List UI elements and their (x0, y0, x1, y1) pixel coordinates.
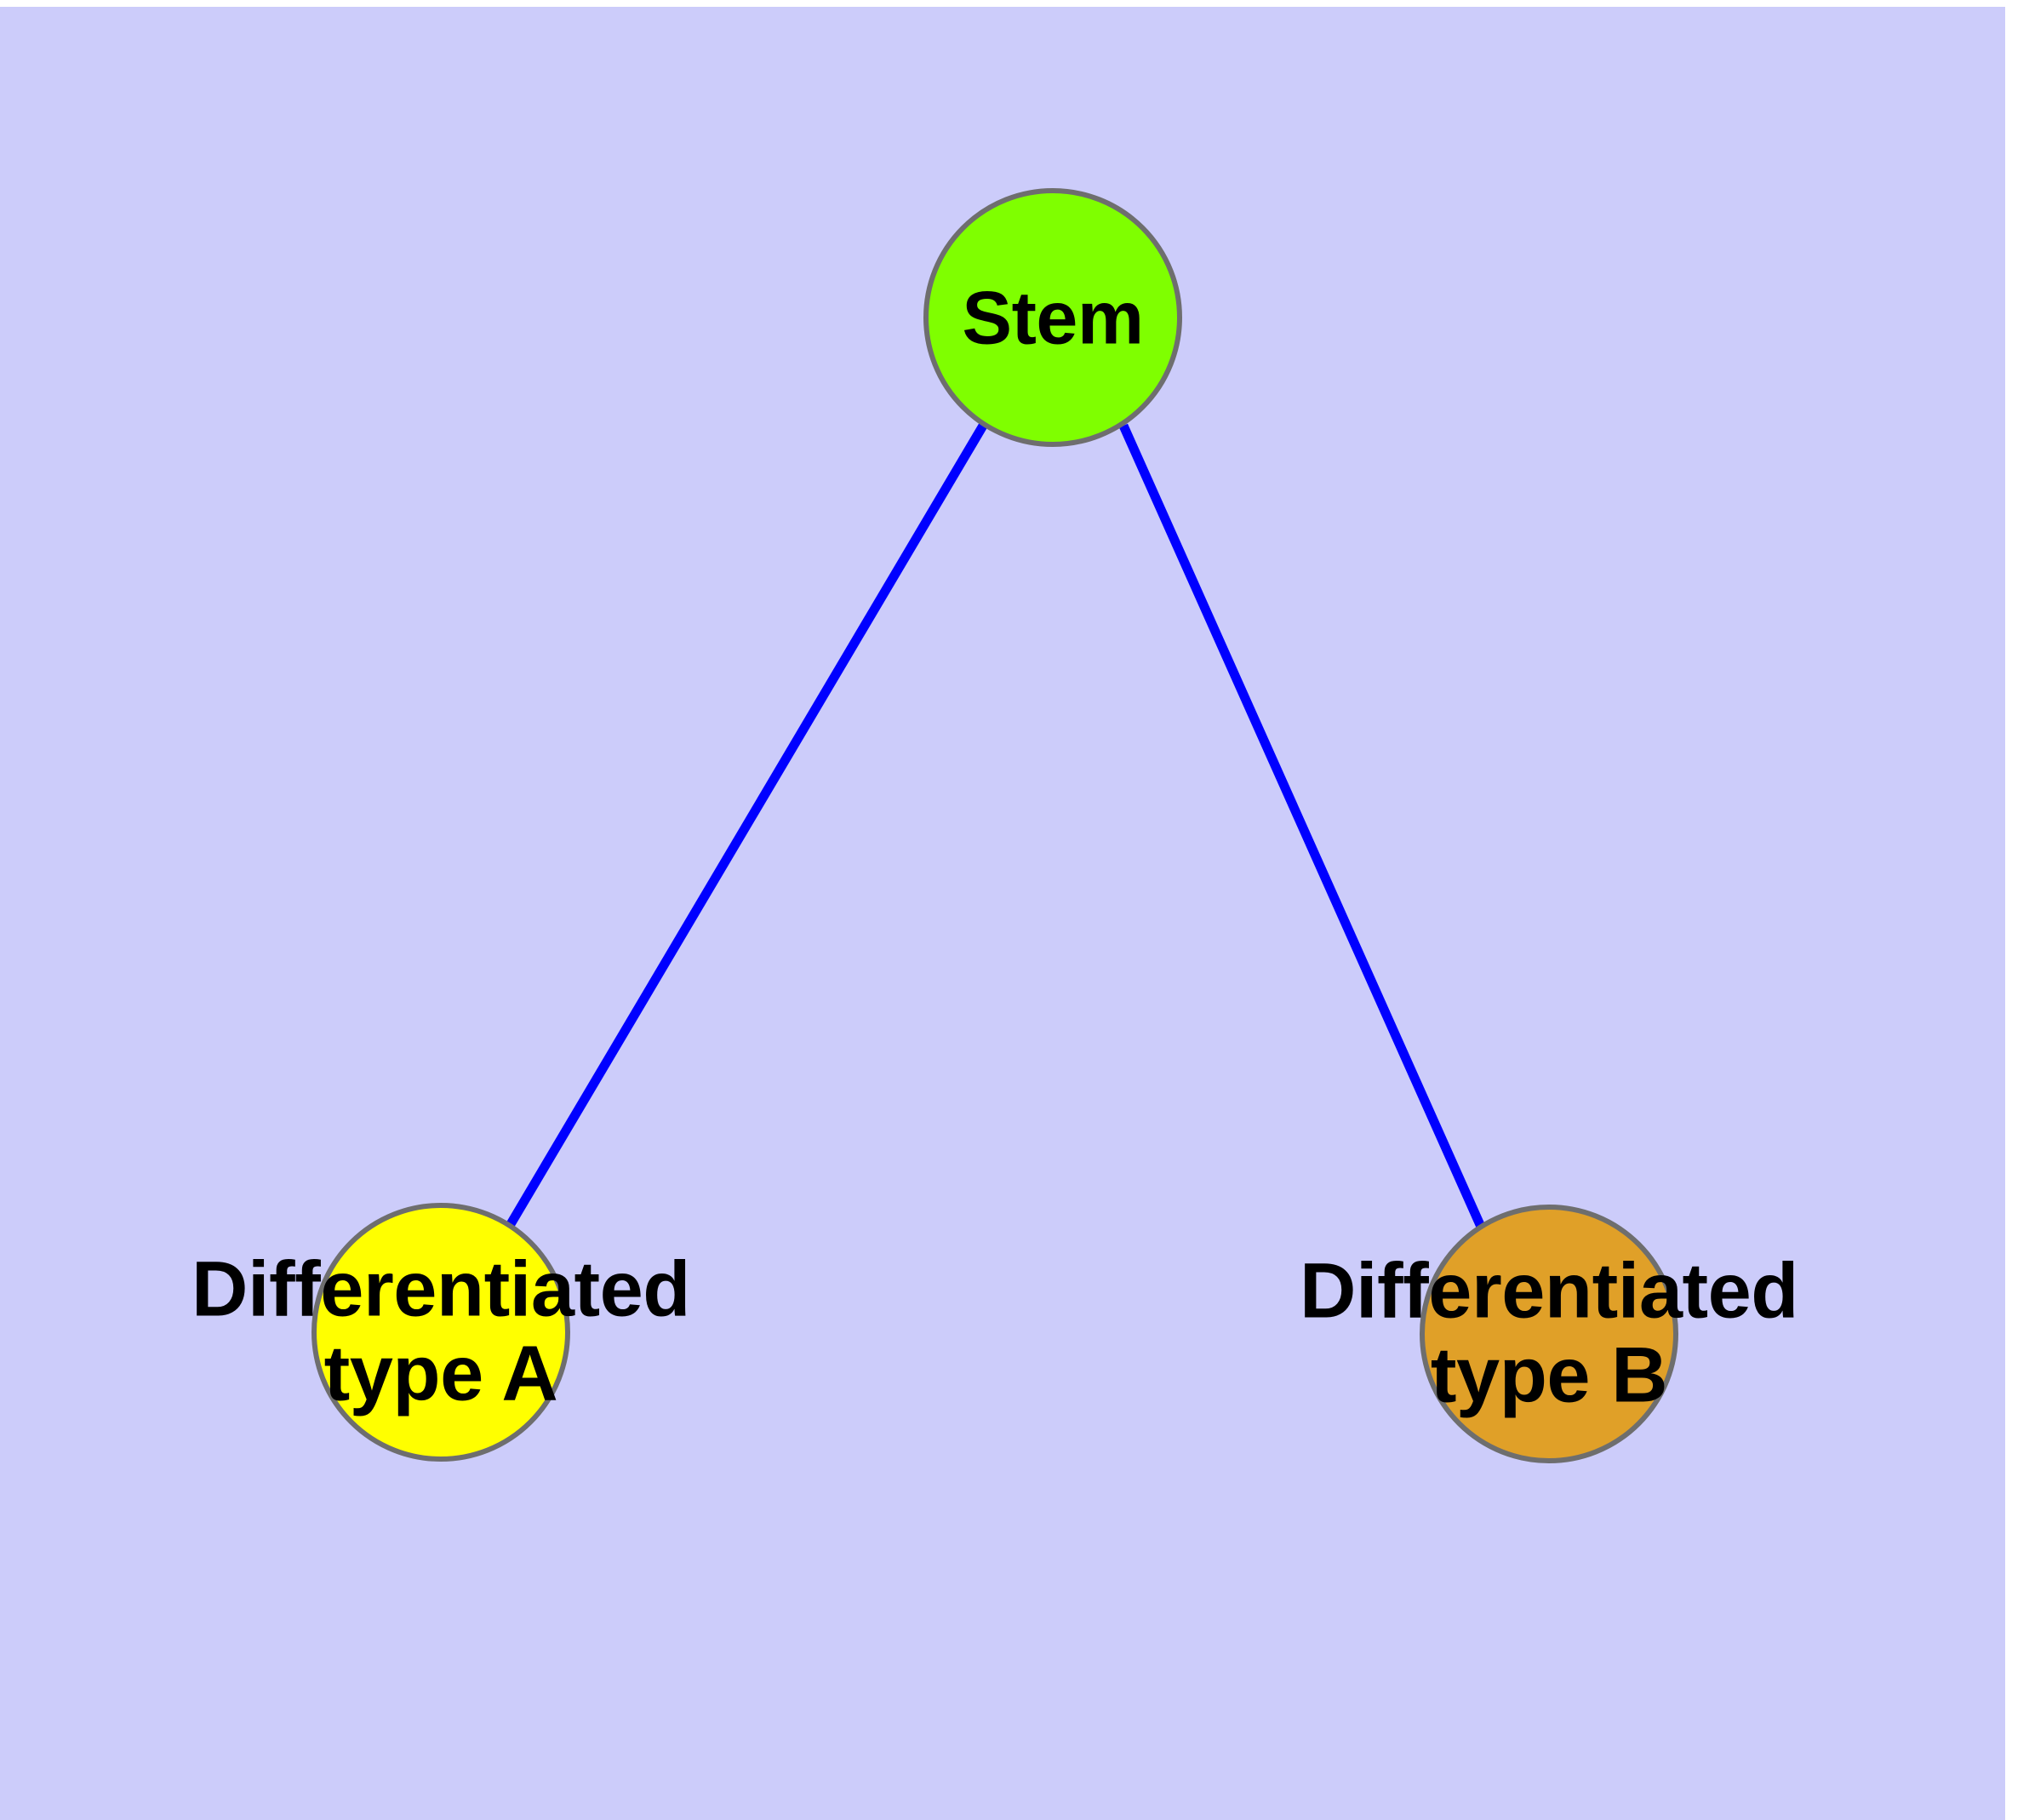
node-differentiated-type-a[interactable] (311, 1203, 570, 1462)
edge-stem-to-differentiated-b (1118, 423, 1486, 1229)
edge-stem-to-differentiated-a (506, 423, 987, 1227)
node-differentiated-type-b[interactable] (1420, 1205, 1678, 1463)
node-stem[interactable] (923, 188, 1182, 447)
